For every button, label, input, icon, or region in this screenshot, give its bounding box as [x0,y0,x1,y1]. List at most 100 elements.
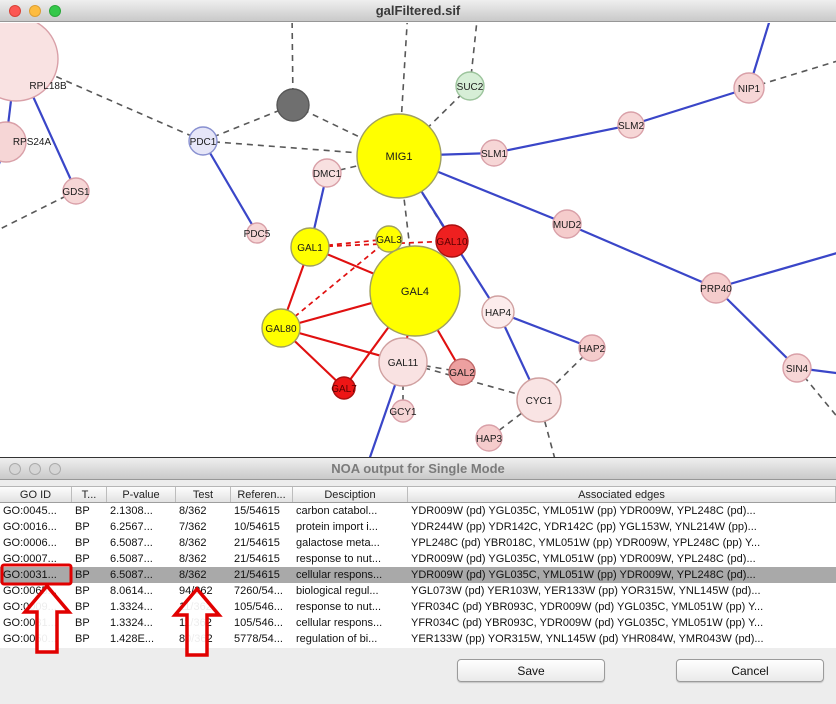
column-header-t[interactable]: T... [72,487,107,502]
cell-description: response to nut... [296,601,381,613]
column-header-go-id[interactable]: GO ID [0,487,72,502]
network-edge-PRP40-r2[interactable] [715,251,836,290]
node-GCY1[interactable] [391,399,415,423]
node-GAL10[interactable] [435,224,469,258]
cell-go-id: GO:0065... [3,585,57,597]
cell-type: BP [75,569,90,581]
cell-reference: 105/546... [234,617,283,629]
column-header-test[interactable]: Test [176,487,231,502]
network-edge-PRP40-SIN4[interactable] [715,287,798,369]
node-SUC2[interactable] [455,71,485,101]
network-edge-SLM1-SLM2[interactable] [493,123,632,155]
cancel-button[interactable]: Cancel [676,659,824,682]
node-label-CYC1: CYC1 [526,396,553,407]
cell-edges: YER133W (pp) YOR315W, YNL145W (pd) YHR08… [411,633,764,645]
node-GAL7[interactable] [332,376,356,400]
node-NIP1[interactable] [733,72,765,104]
cell-description: carbon catabol... [296,505,378,517]
node-SLM1[interactable] [480,139,508,167]
node-label-PDC5: PDC5 [244,229,271,240]
node-label-GAL10: GAL10 [436,237,468,248]
cell-test: 80/362 [179,633,213,645]
column-header-desciption[interactable]: Desciption [293,487,408,502]
node-label-GAL1: GAL1 [297,243,323,254]
column-header-referen[interactable]: Referen... [231,487,293,502]
save-button[interactable]: Save [457,659,605,682]
close-button-icon[interactable] [9,462,21,475]
node-GDS1[interactable] [62,177,90,205]
cell-go-id: GO:0009... [3,601,57,613]
close-button-icon[interactable] [9,4,21,17]
cell-go-id: GO:0016... [3,521,57,533]
network-edge-PDC1-PDC5[interactable] [202,140,258,234]
node-PRP40[interactable] [700,272,732,304]
node-PDC1[interactable] [188,126,218,156]
cell-test: 8/362 [179,569,207,581]
cell-type: BP [75,505,90,517]
minimize-button-icon[interactable] [29,462,41,475]
network-edge-HAP4-HAP2[interactable] [497,310,593,350]
zoom-button-icon[interactable] [49,462,61,475]
node-CYC1[interactable] [516,377,562,423]
network-edge-GDS1-l1[interactable] [0,190,77,233]
cell-reference: 10/54615 [234,521,280,533]
cell-reference: 15/54615 [234,505,280,517]
network-edge-SUC2-MIG1[interactable] [398,85,471,157]
cell-reference: 21/54615 [234,569,280,581]
node-HAP2[interactable] [578,334,606,362]
node-MIG1[interactable] [356,113,442,199]
cell-test: 7/362 [179,521,207,533]
column-header-associated-edges[interactable]: Associated edges [408,487,836,502]
node-SLM2[interactable] [617,111,645,139]
zoom-button-icon[interactable] [49,4,61,17]
cell-edges: YPL248C (pd) YBR018C, YML051W (pp) YDR00… [411,537,761,549]
node-GAL4[interactable] [369,245,461,337]
node-gray1[interactable] [276,88,310,122]
network-edge-MUD2-PRP40[interactable] [566,222,717,290]
cell-p-value: 2.1308... [110,505,153,517]
cell-test: 8/362 [179,553,207,565]
cell-edges: YFR034C (pd) YBR093C, YDR009W (pd) YGL03… [411,617,764,629]
network-edge-SLM2-NIP1[interactable] [630,86,750,127]
node-label-RPL18B: RPL18B [29,81,67,92]
node-DMC1[interactable] [312,158,342,188]
node-GAL2[interactable] [448,358,476,386]
network-edge-GAL1-GAL10[interactable] [309,240,453,248]
node-GAL1[interactable] [290,227,330,267]
node-RPL18B[interactable] [0,23,59,102]
column-header-pvalue[interactable]: P-value [107,487,176,502]
node-HAP3[interactable] [475,424,503,452]
cell-edges: YDR009W (pd) YGL035C, YML051W (pp) YDR00… [411,553,756,565]
network-edge-gray1-MIG1[interactable] [292,104,400,157]
node-label-GAL11: GAL11 [388,358,419,369]
network-canvas[interactable]: RPL18BRPS24AGDS1PDC1MIG1SUC2SLM1SLM2NIP1… [0,23,836,457]
cell-edges: YDR009W (pd) YGL035C, YML051W (pp) YDR00… [411,569,756,581]
cell-reference: 7260/54... [234,585,283,597]
node-GAL80[interactable] [261,308,301,348]
node-label-HAP4: HAP4 [485,308,512,319]
noa-window-titlebar[interactable]: NOA output for Single Mode [0,458,836,480]
network-window-titlebar[interactable]: galFiltered.sif [0,0,836,22]
node-MUD2[interactable] [552,209,582,239]
node-PDC5[interactable] [246,222,268,244]
node-RPS24A[interactable] [0,121,27,163]
cell-description: cellular respons... [296,617,383,629]
cell-edges: YGL073W (pd) YER103W, YER133W (pp) YOR31… [411,585,761,597]
noa-window-title: NOA output for Single Mode [331,461,505,476]
network-edge-NIP1-r1[interactable] [748,59,836,89]
node-HAP4[interactable] [481,295,515,329]
node-label-MUD2: MUD2 [553,220,582,231]
node-GAL11[interactable] [378,337,428,387]
minimize-button-icon[interactable] [29,4,41,17]
node-GAL3[interactable] [375,225,403,253]
node-SIN4[interactable] [782,353,812,383]
